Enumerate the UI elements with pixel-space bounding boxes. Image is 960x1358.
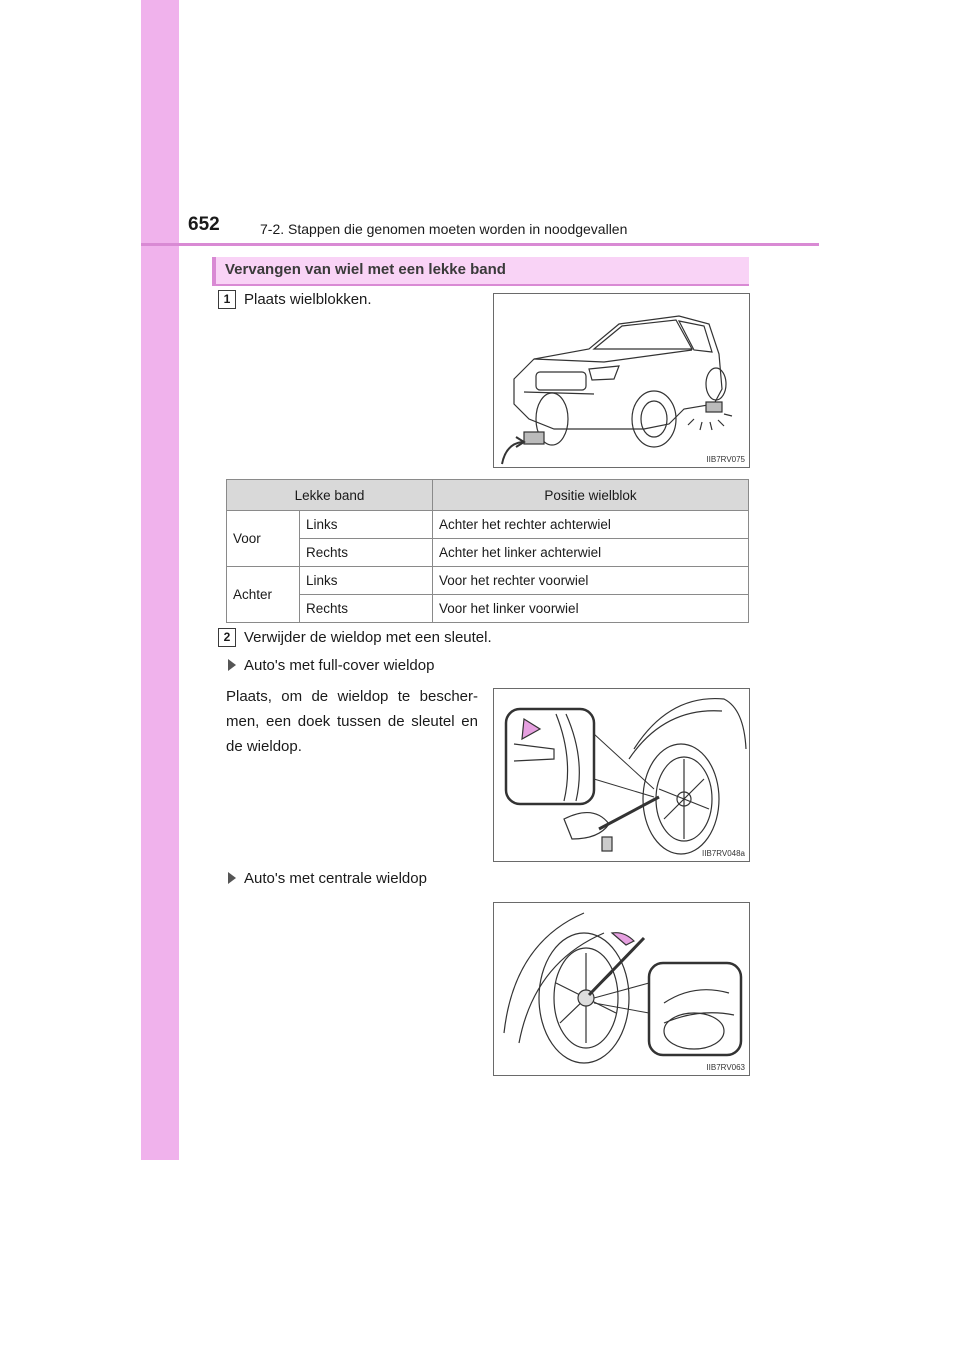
table-cell-side: Links — [299, 566, 433, 595]
table-cell-position: Achter het rechter achterwiel — [432, 510, 749, 539]
table-cell-position: Voor het rechter voorwiel — [432, 566, 749, 595]
triangle-bullet-icon — [228, 659, 236, 671]
table-cell-side: Rechts — [299, 594, 433, 623]
figure-wheel-chocks: IIB7RV075 — [493, 293, 750, 468]
chapter-sidebar — [141, 0, 179, 1160]
chapter-title: 7-2. Stappen die genomen moeten worden i… — [260, 221, 628, 237]
bullet-central: Auto's met centrale wieldop — [228, 870, 427, 887]
wheel-chock-table: Lekke band Positie wielblok Voor Links A… — [226, 479, 749, 623]
table-cell-side: Links — [299, 510, 433, 539]
full-cover-instruction: Plaats, om de wieldop te bescher-men, ee… — [226, 688, 478, 755]
section-header: Vervangen van wiel met een lekke band — [212, 257, 749, 286]
section-accent — [212, 257, 216, 284]
table-row: Rechts Voor het linker voorwiel — [227, 594, 749, 623]
table-cell-side: Rechts — [299, 538, 433, 567]
figure-full-cover-cap: IIB7RV048a — [493, 688, 750, 862]
figure-central-cap: IIB7RV063 — [493, 902, 750, 1076]
bullet-central-label: Auto's met centrale wieldop — [244, 870, 427, 887]
full-cover-illustration — [504, 697, 747, 855]
section-title: Vervangen van wiel met een lekke band — [225, 261, 506, 278]
figure-1-code: IIB7RV075 — [706, 455, 745, 464]
table-cell-position: Achter het linker achterwiel — [432, 538, 749, 567]
figure-2-code: IIB7RV048a — [702, 849, 745, 858]
step-2-badge: 2 — [218, 628, 236, 647]
table-cell-position: Voor het linker voorwiel — [432, 594, 749, 623]
table-group-label: Achter — [226, 566, 300, 623]
figure-3-code: IIB7RV063 — [706, 1063, 745, 1072]
step-2-text: Verwijder de wieldop met een sleutel. — [244, 629, 492, 646]
car-chocks-illustration — [501, 315, 733, 465]
table-row: Voor Links Achter het rechter achterwiel — [226, 510, 749, 567]
table-header-flat-tire: Lekke band — [226, 479, 433, 511]
bullet-full-cover-label: Auto's met full-cover wieldop — [244, 657, 435, 674]
table-row: Achter Links Voor het rechter voorwiel — [226, 566, 749, 623]
page-number: 652 — [188, 214, 220, 235]
central-cap-illustration — [503, 912, 743, 1064]
bullet-full-cover: Auto's met full-cover wieldop — [228, 657, 434, 674]
table-group-label: Voor — [226, 510, 300, 567]
header-rule — [141, 243, 819, 246]
triangle-bullet-icon — [228, 872, 236, 884]
table-header-chock-position: Positie wielblok — [432, 479, 749, 511]
step-1-text: Plaats wielblokken. — [244, 291, 372, 308]
step-1-badge: 1 — [218, 290, 236, 309]
table-row: Rechts Achter het linker achterwiel — [227, 538, 749, 567]
